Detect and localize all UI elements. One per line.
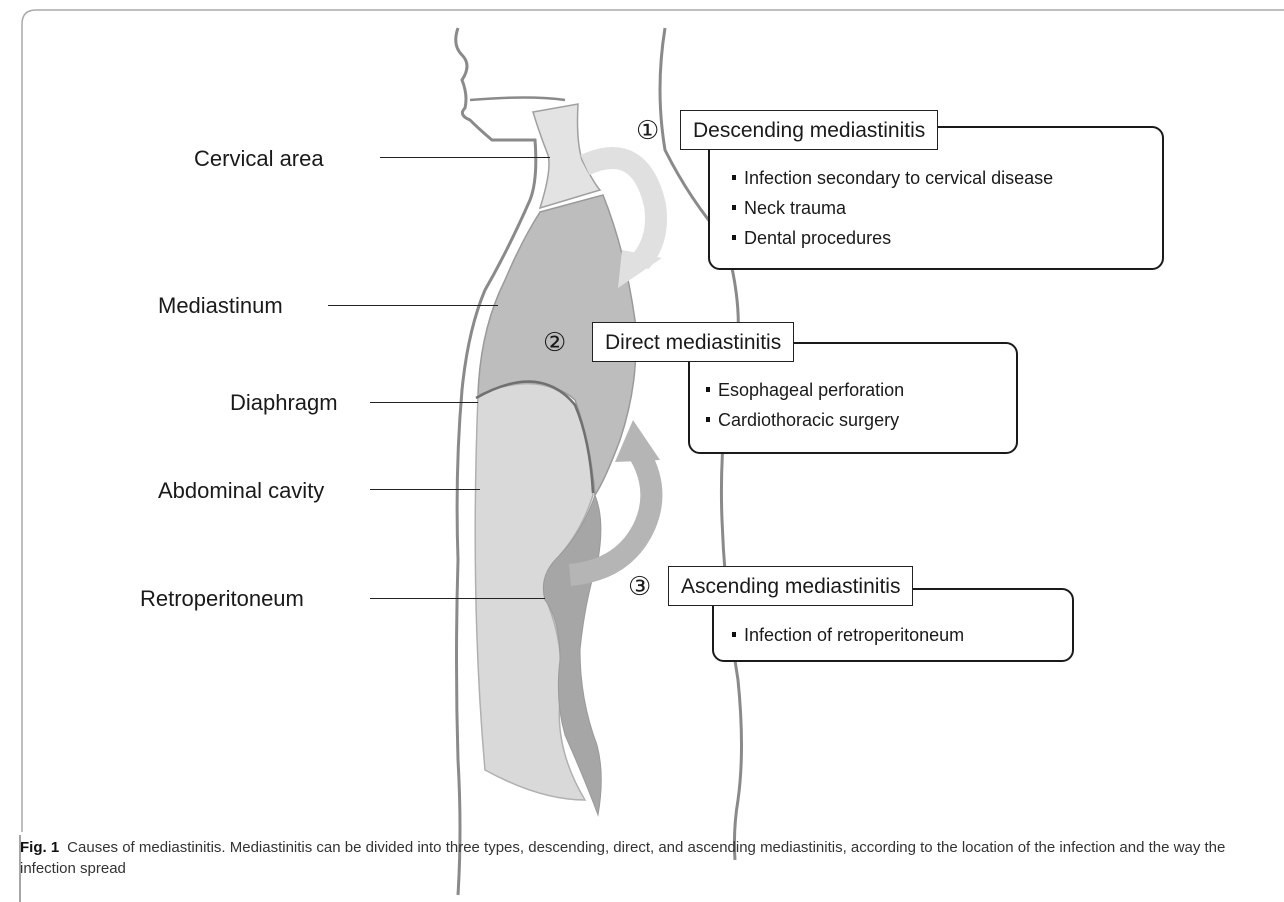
ascending-cause-list: Infection of retroperitoneum: [732, 620, 964, 650]
ascending-marker: ③: [628, 573, 651, 599]
leader-mediastinum: [328, 305, 498, 306]
leader-retroperitoneum: [370, 598, 545, 599]
cause-item: Infection secondary to cervical disease: [732, 163, 1053, 193]
region-label-mediastinum: Mediastinum: [158, 293, 283, 319]
region-label-retroperitoneum: Retroperitoneum: [140, 586, 304, 612]
region-label-diaphragm: Diaphragm: [230, 390, 338, 416]
leader-diaphragm: [370, 402, 478, 403]
cause-item: Dental procedures: [732, 223, 1053, 253]
descending-title: Descending mediastinitis: [680, 110, 938, 150]
direct-cause-list: Esophageal perforation Cardiothoracic su…: [706, 375, 904, 435]
cause-item: Cardiothoracic surgery: [706, 405, 904, 435]
leader-abdominal: [370, 489, 480, 490]
direct-marker: ②: [543, 329, 566, 355]
region-label-abdominal: Abdominal cavity: [158, 478, 324, 504]
chin-outline: [470, 98, 565, 101]
ascending-title: Ascending mediastinitis: [668, 566, 913, 606]
descending-marker: ①: [636, 117, 659, 143]
caption-label: Fig. 1: [20, 839, 59, 856]
leader-cervical: [380, 157, 550, 158]
cause-item: Infection of retroperitoneum: [732, 620, 964, 650]
region-label-cervical: Cervical area: [194, 146, 324, 172]
cause-item: Neck trauma: [732, 193, 1053, 223]
direct-title: Direct mediastinitis: [592, 322, 794, 362]
descending-cause-list: Infection secondary to cervical disease …: [732, 163, 1053, 253]
caption-text: Causes of mediastinitis. Mediastinitis c…: [20, 839, 1225, 877]
cause-item: Esophageal perforation: [706, 375, 904, 405]
